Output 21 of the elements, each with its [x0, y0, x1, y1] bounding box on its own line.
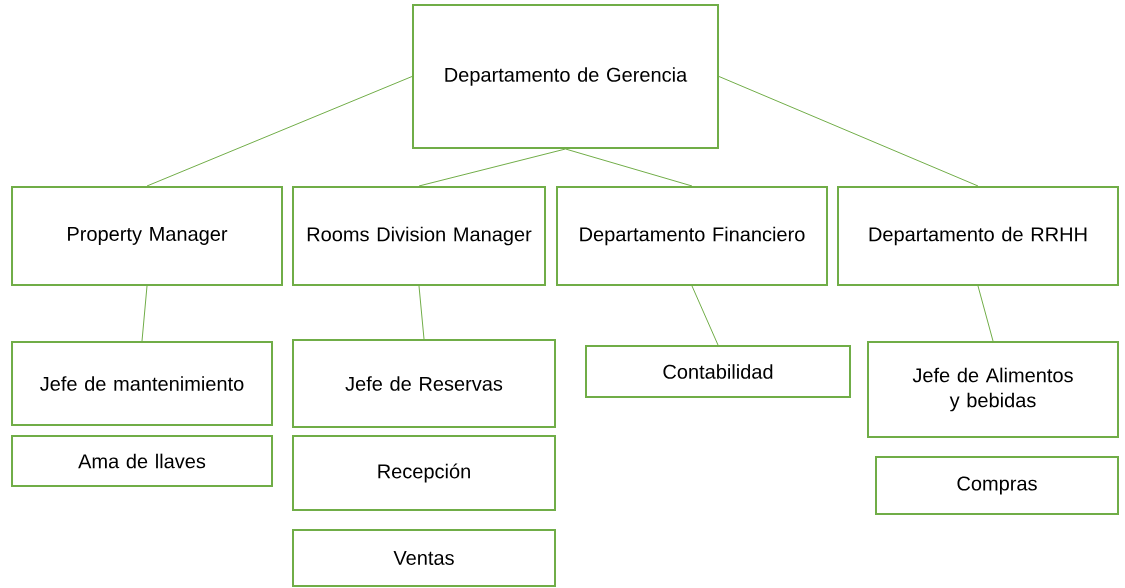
connector-line [141, 285, 148, 342]
org-box: Departamento Financiero [556, 186, 828, 286]
connector-line [565, 148, 693, 187]
org-box: Jefe de mantenimiento [11, 341, 273, 426]
org-box: Departamento de Gerencia [412, 4, 719, 149]
connector-line [977, 285, 994, 342]
org-box: Jefe de Alimentos y bebidas [867, 341, 1119, 438]
org-box: Jefe de Reservas [292, 339, 556, 428]
org-box: Rooms Division Manager [292, 186, 546, 286]
org-box: Departamento de RRHH [837, 186, 1119, 286]
connector-line [718, 76, 979, 187]
org-box: Compras [875, 456, 1119, 515]
org-box: Contabilidad [585, 345, 851, 398]
org-box: Property Manager [11, 186, 283, 286]
connector-line [146, 76, 413, 187]
org-box: Recepción [292, 435, 556, 511]
connector-line [418, 285, 425, 340]
connector-line [691, 285, 719, 346]
org-box: Ama de llaves [11, 435, 273, 487]
org-box: Ventas [292, 529, 556, 587]
connector-line [418, 148, 566, 187]
